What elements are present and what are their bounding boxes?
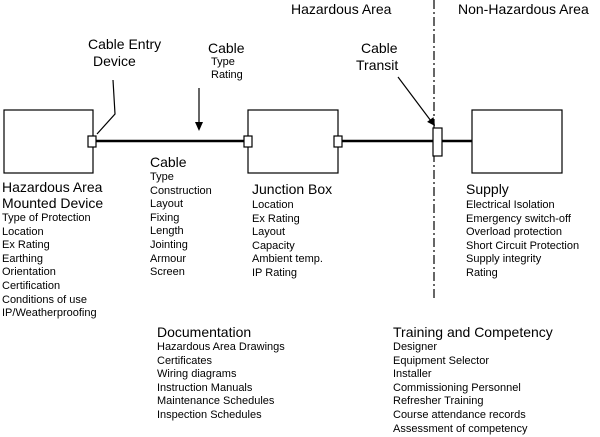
junction-box-requirements-list: Location Ex Rating Layout Capacity Ambie… <box>252 199 323 281</box>
list-item: Course attendance records <box>393 408 526 421</box>
list-item: Ex Rating <box>252 212 300 225</box>
list-item: Location <box>2 225 44 238</box>
list-item: Equipment Selector <box>393 354 489 367</box>
device-requirements-list: Type of Protection Location Ex Rating Ea… <box>2 212 97 321</box>
list-item: Instruction Manuals <box>157 381 253 394</box>
supply-title: Supply <box>466 181 509 197</box>
cable-requirements-list: Type Construction Layout Fixing Length J… <box>150 171 212 280</box>
list-item: Maintenance Schedules <box>157 395 275 408</box>
list-item: Type <box>150 171 174 183</box>
list-item: Orientation <box>2 266 56 279</box>
list-item: Ex Rating <box>2 239 50 252</box>
list-item: Length <box>150 225 184 238</box>
list-item: Electrical Isolation <box>466 199 555 211</box>
list-item: Rating <box>466 266 498 279</box>
list-item: Conditions of use <box>2 293 87 306</box>
non-hazardous-area-label: Non-Hazardous Area <box>458 1 589 17</box>
supply-box <box>471 109 563 174</box>
list-item: Installer <box>393 368 432 381</box>
list-item: Supply integrity <box>466 253 542 266</box>
list-item: Layout <box>150 198 184 211</box>
cable-transit-pointer <box>397 76 432 122</box>
junction-box-entry-left <box>243 135 253 148</box>
cable-title: Cable <box>150 154 187 170</box>
list-item: Certification <box>2 279 61 292</box>
list-item: Refresher Training <box>393 395 484 408</box>
cable-entry-label-line1: Cable Entry <box>88 36 162 52</box>
cable-callout-rating: Rating <box>211 69 243 81</box>
list-item: IP/Weatherproofing <box>2 307 97 320</box>
list-item: Jointing <box>150 238 188 251</box>
cable-transit-arrowhead <box>427 117 435 126</box>
cable-transit <box>432 127 443 157</box>
junction-box <box>247 109 339 174</box>
cable-entry-device <box>87 135 97 148</box>
list-item: Fixing <box>150 211 180 224</box>
list-item: Hazardous Area Drawings <box>157 341 285 353</box>
list-item: Short Circuit Protection <box>466 239 580 252</box>
list-item: Emergency switch-off <box>466 212 571 225</box>
list-item: Wiring diagrams <box>157 368 237 381</box>
list-item: Location <box>252 199 294 211</box>
cable-callout-type: Type <box>211 56 235 68</box>
list-item: Commissioning Personnel <box>393 381 521 394</box>
documentation-list: Hazardous Area Drawings Certificates Wir… <box>157 341 285 423</box>
cable-transit-label-line2: Transit <box>356 57 399 73</box>
cable-entry-label-line2: Device <box>93 53 136 69</box>
list-item: Ambient temp. <box>252 253 323 266</box>
hazardous-area-label: Hazardous Area <box>291 1 392 17</box>
supply-requirements-list: Electrical Isolation Emergency switch-of… <box>466 199 579 281</box>
list-item: Earthing <box>2 252 43 265</box>
junction-box-entry-right <box>333 135 343 148</box>
device-title-line2: Mounted Device <box>2 195 104 211</box>
list-item: Overload protection <box>466 226 562 239</box>
cable-pointer-arrowhead <box>195 122 203 131</box>
list-item: IP Rating <box>252 266 298 279</box>
list-item: Inspection Schedules <box>157 408 262 421</box>
list-item: Screen <box>150 266 185 279</box>
list-item: Assessment of competency <box>393 422 528 435</box>
training-list: Designer Equipment Selector Installer Co… <box>393 341 528 436</box>
cable-callout-title: Cable <box>208 40 245 56</box>
list-item: Armour <box>150 252 187 265</box>
documentation-title: Documentation <box>157 324 252 340</box>
cable-transit-label-line1: Cable <box>361 40 398 56</box>
list-item: Capacity <box>252 239 295 252</box>
training-title: Training and Competency <box>393 324 553 340</box>
device-title-line1: Hazardous Area <box>2 179 103 195</box>
list-item: Certificates <box>157 354 213 367</box>
list-item: Type of Protection <box>2 212 91 224</box>
list-item: Layout <box>252 226 286 239</box>
hazardous-device-box <box>3 109 94 174</box>
list-item: Construction <box>150 184 212 197</box>
list-item: Designer <box>393 341 438 353</box>
cable-entry-pointer <box>96 79 116 135</box>
junction-box-title: Junction Box <box>252 181 333 197</box>
